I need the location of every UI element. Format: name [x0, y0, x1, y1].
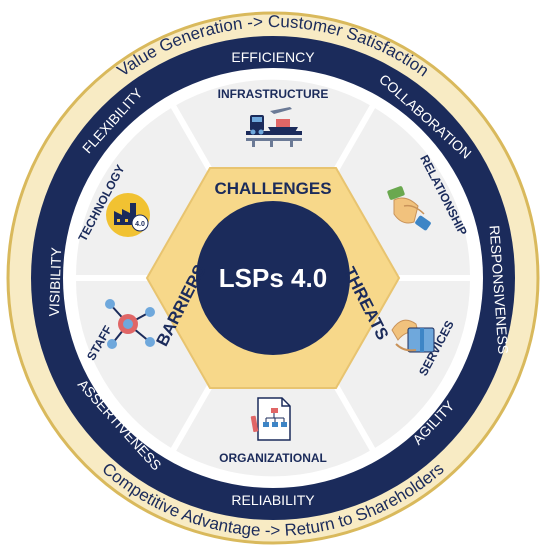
org-chart-icon: [250, 397, 291, 441]
handshake-icon: [387, 186, 431, 231]
factory-badge-text: 4.0: [135, 221, 145, 228]
ring-word-visibility: VISIBILITY: [46, 246, 64, 316]
service-box-icon: [391, 319, 435, 353]
segment-label-organizational: ORGANIZATIONAL: [219, 451, 327, 465]
ring-word-reliability: RELIABILITY: [231, 492, 315, 508]
center-label: LSPs 4.0: [219, 263, 327, 293]
segment-label-infrastructure: INFRASTRUCTURE: [218, 87, 329, 101]
ring-word-efficiency: EFFICIENCY: [231, 49, 315, 65]
factory-4-0-icon: 4.0: [106, 193, 150, 237]
network-people-icon: [105, 299, 155, 349]
hex-label-challenges: CHALLENGES: [214, 179, 331, 198]
center-circle: [196, 201, 350, 355]
transport-icon: [246, 107, 302, 147]
